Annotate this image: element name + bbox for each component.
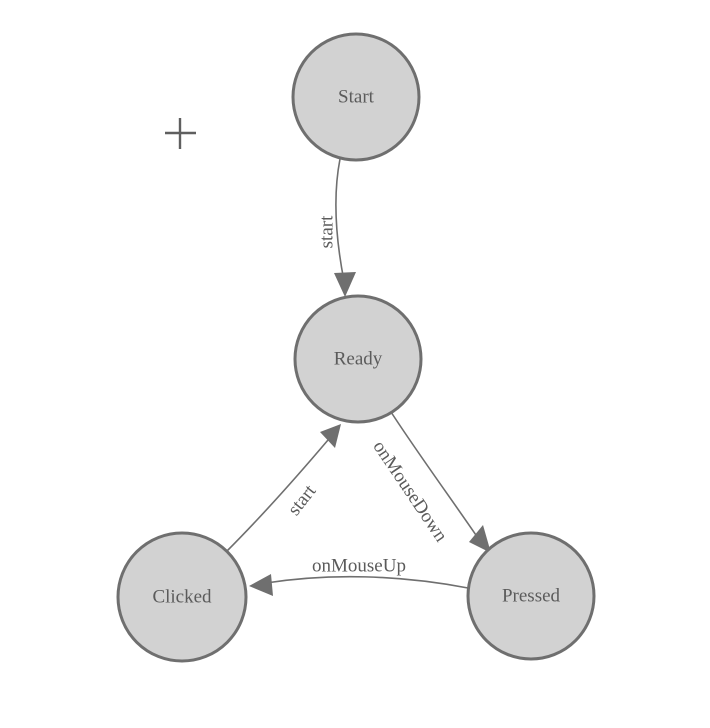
edge-start-to-ready-path	[335, 158, 345, 282]
edge-label-ready-to-pressed: onMouseDown	[368, 437, 451, 546]
node-start[interactable]: Start	[291, 32, 421, 162]
node-ready[interactable]: Ready	[293, 294, 423, 424]
node-start-circle[interactable]	[291, 32, 421, 162]
edge-label-pressed-to-clicked: onMouseUp	[312, 555, 406, 576]
edge-start-to-ready-arrowhead	[334, 272, 356, 297]
node-start-label: Start	[338, 86, 375, 107]
edge-start-to-ready[interactable]: start	[316, 158, 356, 297]
node-ready-circle[interactable]	[293, 294, 423, 424]
edge-ready-to-pressed-path	[390, 411, 479, 539]
edge-clicked-to-ready-arrowhead	[320, 424, 341, 448]
node-ready-label: Ready	[334, 348, 383, 369]
node-clicked[interactable]: Clicked	[116, 531, 248, 663]
node-pressed-circle[interactable]	[466, 531, 596, 661]
edge-label-clicked-to-ready: start	[284, 480, 321, 519]
node-clicked-label: Clicked	[152, 586, 212, 607]
edge-clicked-to-ready-path	[225, 439, 329, 553]
node-pressed-label: Pressed	[502, 585, 561, 606]
edge-pressed-to-clicked[interactable]: onMouseUp	[249, 555, 469, 596]
crosshair-marker	[165, 118, 196, 149]
edge-pressed-to-clicked-arrowhead	[249, 574, 273, 596]
node-pressed[interactable]: Pressed	[466, 531, 596, 661]
edge-label-start-to-ready: start	[316, 215, 337, 248]
node-clicked-circle[interactable]	[116, 531, 248, 663]
edge-pressed-to-clicked-path	[265, 575, 469, 589]
edge-ready-to-pressed-arrowhead	[469, 525, 491, 553]
edge-clicked-to-ready[interactable]: start	[225, 424, 341, 553]
edge-ready-to-pressed[interactable]: onMouseDown	[368, 411, 491, 553]
